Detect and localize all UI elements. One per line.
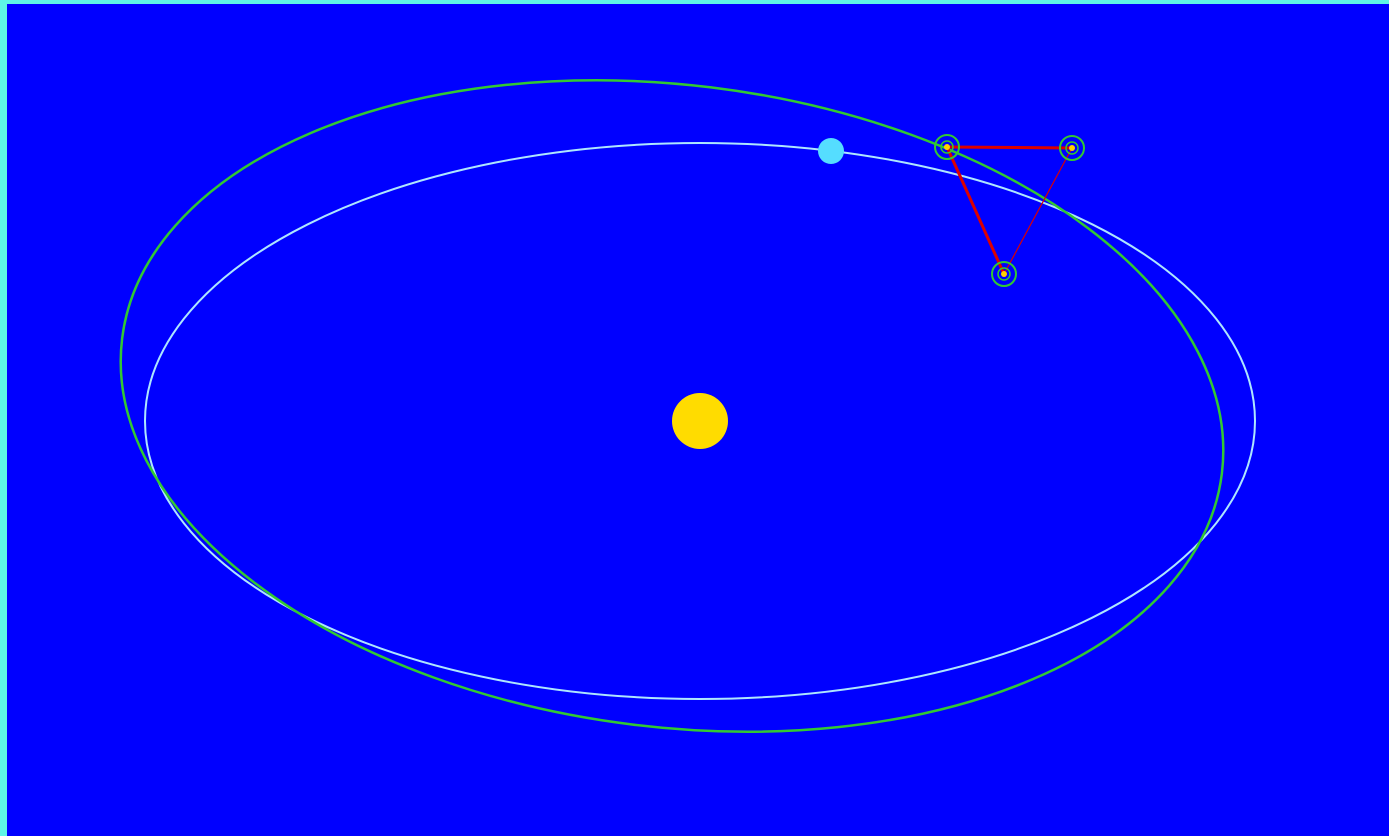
spacecraft-3 bbox=[991, 261, 1017, 287]
sun bbox=[672, 393, 728, 449]
earth bbox=[818, 138, 844, 164]
laser-link-2-3 bbox=[1003, 147, 1073, 275]
spacecraft-1 bbox=[934, 134, 960, 160]
laser-link-1-2 bbox=[946, 145, 1073, 150]
earth-orbit bbox=[144, 142, 1256, 700]
spacecraft-formation bbox=[934, 134, 1085, 287]
spacecraft-orbit bbox=[119, 79, 1225, 733]
orbit-diagram bbox=[7, 4, 1389, 836]
spacecraft-2 bbox=[1059, 135, 1085, 161]
laser-link-1-3 bbox=[945, 146, 1006, 275]
